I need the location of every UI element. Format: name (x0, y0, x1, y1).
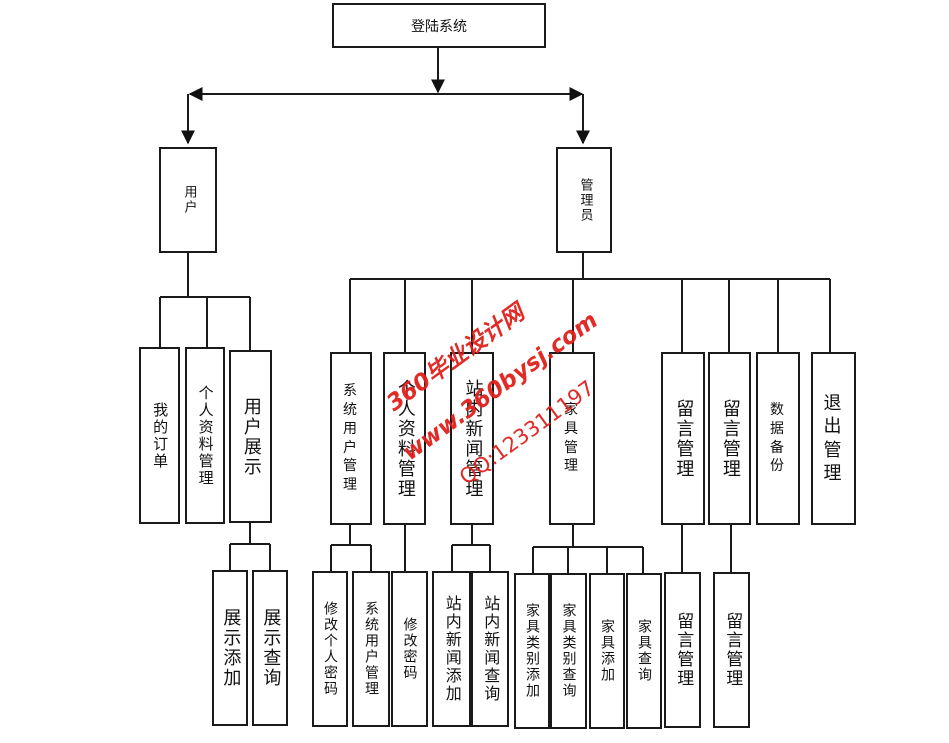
user-sub-display-add: 展示添加 (212, 570, 248, 726)
admin-module-label: 个人资料管理 (394, 378, 416, 499)
admin-module-backup: 数据备份 (756, 352, 800, 525)
admin-module-label: 数据备份 (770, 401, 786, 475)
admin-sub-label: 留言管理 (722, 612, 743, 688)
admin-module-exit: 退出管理 (811, 352, 856, 525)
login-system-label: 登陆系统 (411, 18, 467, 35)
admin-sub-label: 家具类别添加 (524, 603, 541, 699)
admin-sub-change-password: 修改密码 (391, 571, 428, 727)
user-module-profile: 个人资料管理 (185, 347, 225, 524)
admin-sub-label: 站内新闻添加 (442, 595, 462, 703)
user-module-label: 我的订单 (151, 401, 170, 470)
user-sub-label: 展示查询 (260, 608, 282, 688)
admin-module-furniture: 家具管理 (549, 352, 595, 525)
admin-sub-message-2: 留言管理 (713, 572, 750, 728)
user-role-box: 用户 (159, 147, 217, 253)
admin-sub-label: 家具类别查询 (560, 603, 577, 699)
user-sub-display-query: 展示查询 (252, 570, 288, 726)
admin-sub-category-query: 家具类别查询 (550, 573, 587, 729)
user-role-label: 用户 (181, 185, 197, 215)
admin-sub-furniture-add: 家具添加 (589, 573, 625, 729)
admin-sub-label: 修改密码 (401, 617, 418, 681)
admin-module-label: 留言管理 (673, 398, 695, 479)
admin-sub-label: 修改个人密码 (322, 601, 339, 697)
admin-role-box: 管理员 (556, 147, 612, 253)
user-module-label: 个人资料管理 (196, 384, 215, 487)
admin-module-label: 站内新闻管理 (462, 378, 484, 499)
admin-sub-label: 家具查询 (636, 619, 653, 683)
admin-sub-furniture-query: 家具查询 (626, 573, 662, 729)
admin-sub-label: 家具添加 (599, 619, 616, 683)
user-module-orders: 我的订单 (139, 347, 180, 524)
admin-role-label: 管理员 (577, 177, 593, 223)
admin-module-label: 退出管理 (823, 392, 844, 484)
user-module-display: 用户展示 (229, 350, 272, 523)
admin-module-message-1: 留言管理 (661, 352, 705, 525)
admin-module-system-user: 系统用户管理 (330, 352, 372, 525)
admin-sub-message-1: 留言管理 (664, 572, 701, 728)
admin-module-profile: 个人资料管理 (383, 352, 426, 525)
admin-sub-label: 系统用户管理 (363, 601, 380, 697)
admin-sub-news-query: 站内新闻查询 (471, 571, 509, 727)
admin-module-message-2: 留言管理 (708, 352, 751, 525)
admin-module-label: 系统用户管理 (343, 382, 359, 494)
admin-sub-label: 留言管理 (673, 612, 694, 688)
admin-sub-change-own-password: 修改个人密码 (312, 571, 348, 727)
admin-module-news: 站内新闻管理 (450, 352, 494, 525)
admin-sub-news-add: 站内新闻添加 (432, 571, 471, 727)
admin-module-label: 家具管理 (564, 401, 580, 475)
admin-sub-label: 站内新闻查询 (481, 595, 501, 703)
admin-sub-system-user: 系统用户管理 (352, 571, 390, 727)
admin-module-label: 留言管理 (719, 398, 741, 479)
user-sub-label: 展示添加 (220, 608, 242, 688)
admin-sub-category-add: 家具类别添加 (514, 573, 550, 729)
login-system-box: 登陆系统 (332, 3, 546, 48)
user-module-label: 用户展示 (240, 396, 262, 477)
